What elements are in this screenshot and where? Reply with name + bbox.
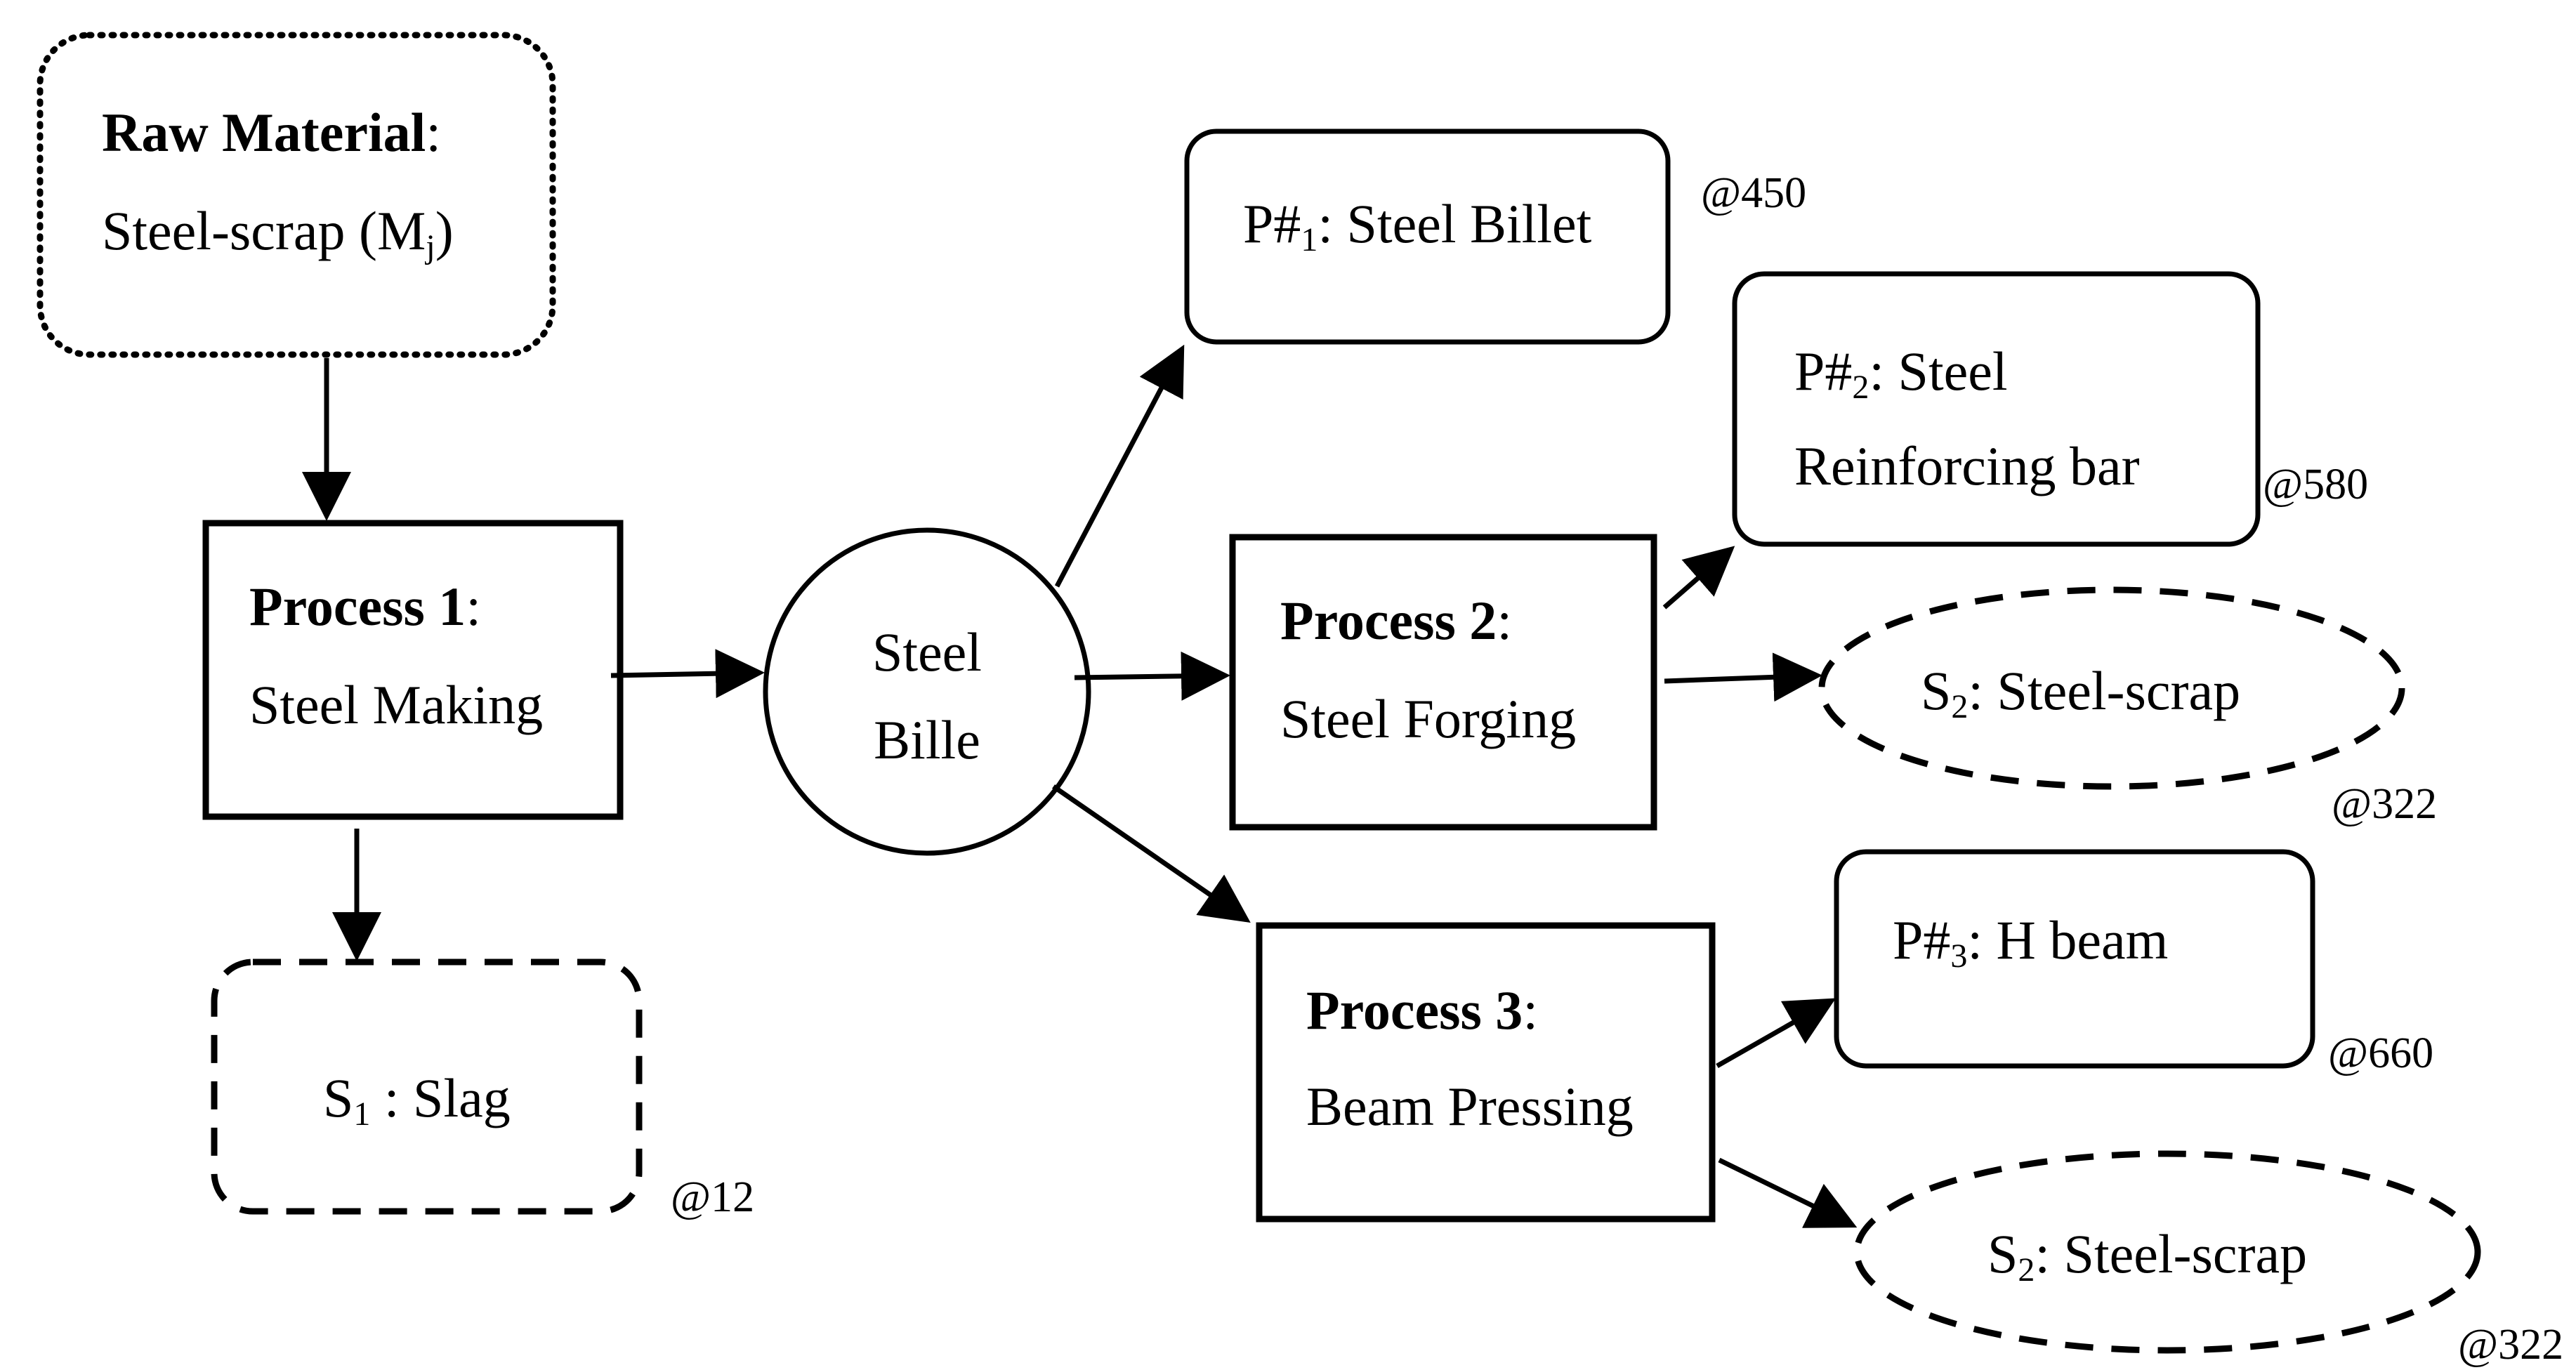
slag-node: S1 : Slag @12	[211, 959, 754, 1221]
product-3-label: P#3: H beam	[1893, 909, 2168, 975]
slag-price: @12	[671, 1173, 754, 1221]
scrap-2a-price: @322	[2332, 780, 2437, 828]
intermediate-line-1: Steel	[872, 621, 982, 683]
steel-billet-intermediate-node: Steel Bille	[763, 527, 1091, 856]
process-1-text: Steel Making	[249, 674, 543, 735]
process-1-title: Process 1	[249, 576, 466, 637]
scrap-2b-label: S2: Steel-scrap	[1987, 1223, 2307, 1289]
process-3-title: Process 3	[1306, 980, 1523, 1041]
product-2-label: P#2: Steel	[1794, 341, 2008, 406]
product-1-node: P#1: Steel Billet @450	[1184, 129, 1806, 345]
svg-text:Process 1:: Process 1:	[249, 576, 481, 637]
product-2-node: P#2: Steel Reinforcing bar @580	[1732, 271, 2368, 547]
process-2-text: Steel Forging	[1280, 688, 1576, 749]
product-1-price: @450	[1701, 169, 1806, 217]
intermediate-line-2: Bille	[874, 709, 980, 770]
scrap-2a-node: S2: Steel-scrap @322	[1818, 586, 2437, 828]
arrow-billet-to-process-2	[1074, 651, 1230, 701]
process-3-node: Process 3: Beam Pressing	[1256, 922, 1716, 1223]
svg-text:Process 2:: Process 2:	[1280, 590, 1512, 651]
arrow-billet-to-product-1	[1054, 344, 1185, 588]
product-2-price: @580	[2263, 461, 2368, 508]
arrow-billet-to-process-3	[1052, 784, 1251, 923]
process-1-node: Process 1: Steel Making	[202, 520, 624, 820]
product-2-line-2: Reinforcing bar	[1794, 435, 2140, 496]
raw-material-title: Raw Material	[102, 102, 426, 163]
process-3-text: Beam Pressing	[1306, 1076, 1634, 1137]
scrap-2b-node: S2: Steel-scrap @322	[1853, 1150, 2563, 1369]
scrap-2b-price: @322	[2458, 1321, 2563, 1369]
arrow-process-3-to-product-3	[1716, 998, 1836, 1069]
process-2-title: Process 2	[1280, 590, 1497, 651]
arrow-process-1-to-billet	[610, 649, 765, 699]
raw-material-node: Raw Material: Steel-scrap (Mj)	[37, 32, 556, 358]
product-3-node: P#3: H beam @660	[1834, 849, 2433, 1077]
svg-text:Process 3:: Process 3:	[1306, 980, 1538, 1041]
slag-label: S1 : Slag	[323, 1067, 511, 1133]
svg-text:Raw Material:: Raw Material:	[102, 102, 441, 163]
raw-material-text: Steel-scrap (Mj)	[102, 200, 454, 265]
scrap-2a-label: S2: Steel-scrap	[1921, 660, 2240, 725]
product-1-label: P#1: Steel Billet	[1243, 193, 1592, 258]
arrow-process-3-to-scrap-2b	[1718, 1157, 1858, 1228]
arrow-process-2-to-product-2	[1662, 546, 1735, 610]
product-3-price: @660	[2328, 1029, 2433, 1077]
process-2-node: Process 2: Steel Forging	[1229, 534, 1657, 831]
arrow-process-2-to-scrap-2a	[1664, 652, 1822, 702]
